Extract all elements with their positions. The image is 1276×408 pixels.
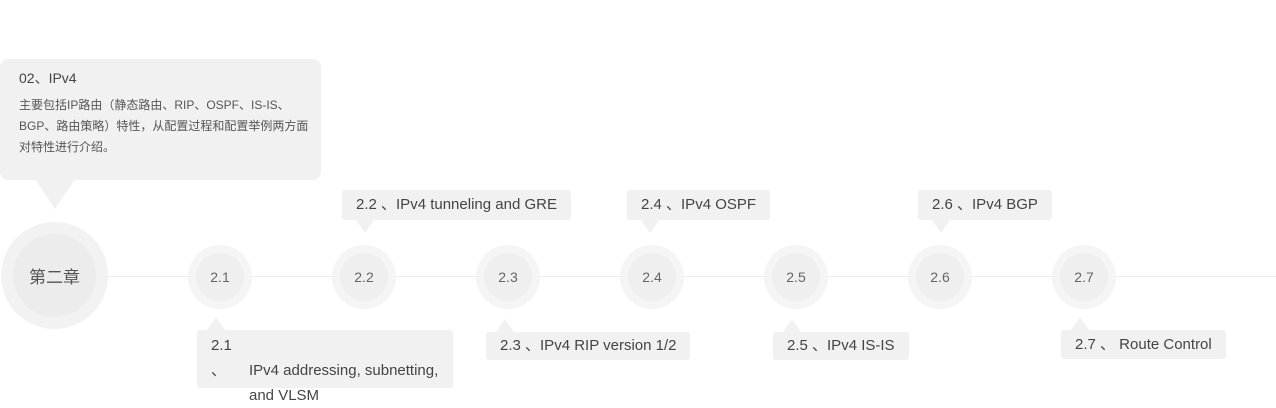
timeline-node-2-4[interactable]: 2.4	[620, 245, 684, 309]
label-number: 2.1 、	[211, 337, 232, 379]
node-number: 2.7	[1060, 253, 1108, 301]
section-label-2-6[interactable]: 2.6 、IPv4 BGP	[918, 190, 1052, 233]
timeline-node-2-3[interactable]: 2.3	[476, 245, 540, 309]
timeline-node-2-2[interactable]: 2.2	[332, 245, 396, 309]
intro-description: 主要包括IP路由（静态路由、RIP、OSPF、IS-IS、BGP、路由策略）特性…	[19, 98, 309, 154]
timeline-node-2-7[interactable]: 2.7	[1052, 245, 1116, 309]
section-label-2-1[interactable]: 2.1 、 IPv4 addressing, subnetting, and VL…	[197, 317, 453, 404]
node-number: 2.2	[340, 253, 388, 301]
chapter-label: 第二章	[13, 234, 96, 317]
section-label-2-7[interactable]: 2.7 、 Route Control	[1061, 317, 1226, 359]
node-number: 2.4	[628, 253, 676, 301]
section-label-2-3[interactable]: 2.3 、IPv4 RIP version 1/2	[486, 319, 691, 360]
intro-title: 02、IPv4	[19, 70, 77, 86]
section-label-2-2[interactable]: 2.2 、IPv4 tunneling and GRE	[342, 190, 571, 233]
timeline-node-2-5[interactable]: 2.5	[764, 245, 828, 309]
section-label-2-5[interactable]: 2.5 、IPv4 IS-IS	[773, 319, 909, 360]
node-number: 2.6	[916, 253, 964, 301]
timeline-node-2-6[interactable]: 2.6	[908, 245, 972, 309]
node-number: 2.1	[196, 253, 244, 301]
node-number: 2.3	[484, 253, 532, 301]
label-text-line2: and VLSM	[249, 387, 320, 404]
node-number: 2.5	[772, 253, 820, 301]
timeline-line	[100, 276, 1276, 277]
chapter-intro-card: 02、IPv4 主要包括IP路由（静态路由、RIP、OSPF、IS-IS、BGP…	[0, 59, 321, 209]
label-text-line1: IPv4 addressing, subnetting,	[249, 362, 439, 379]
section-label-2-4[interactable]: 2.4 、IPv4 OSPF	[627, 190, 771, 233]
timeline-node-2-1[interactable]: 2.1	[188, 245, 252, 309]
chapter-circle[interactable]: 第二章	[1, 222, 108, 329]
